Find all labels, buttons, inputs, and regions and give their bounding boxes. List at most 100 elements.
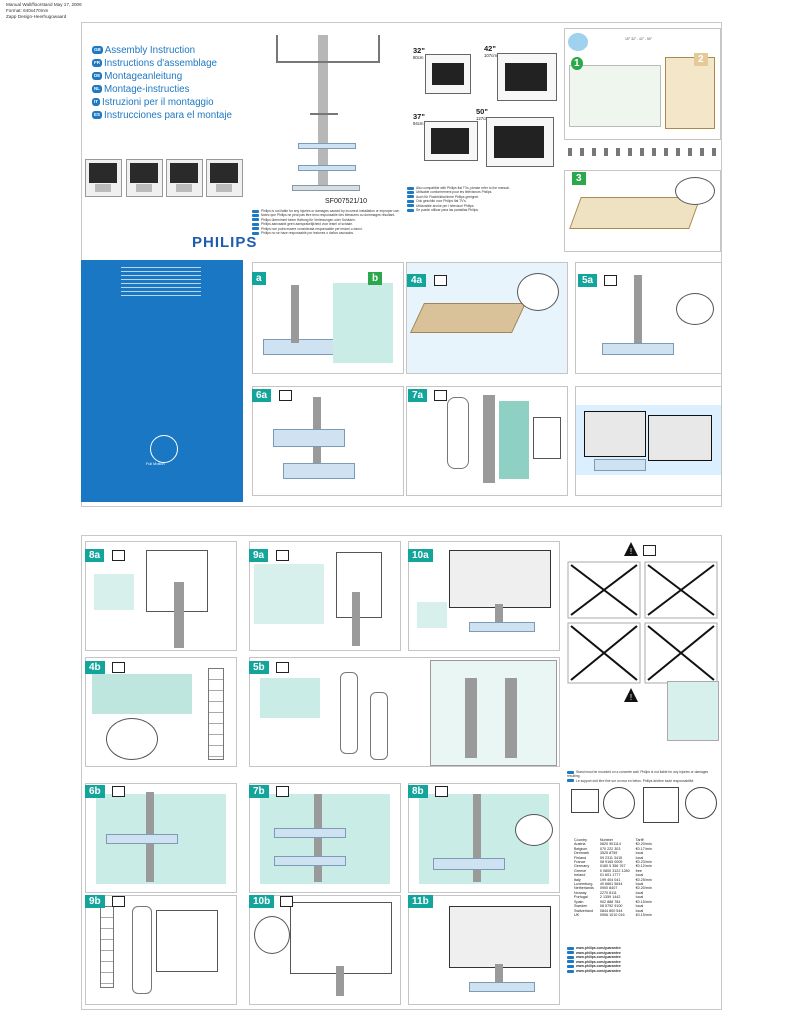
header-line-3: Zapp Design-Heerhugowaard <box>6 14 67 19</box>
lang-badge: NL <box>92 85 102 93</box>
step-a-panel <box>252 262 404 374</box>
step-b-label: b <box>368 272 383 285</box>
step-8b-label: 8b <box>408 785 428 798</box>
step-5b-panel <box>249 657 560 767</box>
fragile-icon <box>434 390 447 401</box>
website-link[interactable]: www.philips.com/guarantee <box>576 950 621 955</box>
step-3-panel <box>564 170 721 252</box>
title-text: Montage-instructies <box>104 83 190 95</box>
misuse-diagrams <box>567 561 718 684</box>
svg-text:!: ! <box>630 693 632 702</box>
tv-size-37: 37"94cm <box>413 112 425 126</box>
step-6a-panel <box>252 386 404 496</box>
fragile-icon <box>276 550 289 561</box>
step-7b-label: 7b <box>249 785 269 798</box>
step-7a-label: 7a <box>408 389 428 402</box>
info-text-block: Also compatible with Philips flat TVs, p… <box>407 186 557 212</box>
file-header: Manual Wall/floorstand May 17, 2006 Form… <box>6 2 82 20</box>
step-5b-label: 5b <box>249 661 269 674</box>
step-4a-label: 4a <box>407 274 427 287</box>
step-11b-label: 11b <box>408 895 433 908</box>
table-header-row: Country Number Tariff <box>574 838 658 842</box>
lang-badge: GB <box>92 46 103 54</box>
fragile-icon <box>434 275 447 286</box>
header-line-1: Manual Wall/floorstand May 17, 2006 <box>6 2 82 7</box>
lang-badge: ES <box>92 111 103 119</box>
step-9a-panel <box>249 541 401 651</box>
step-10a-panel <box>408 541 560 651</box>
step-7b-panel <box>249 783 401 893</box>
fragile-icon <box>604 275 617 286</box>
product-thumbnail <box>206 159 243 197</box>
step-4b-label: 4b <box>85 661 105 674</box>
step-10b-panel <box>249 895 401 1005</box>
step-8a-label: 8a <box>85 549 105 562</box>
website-link[interactable]: www.philips.com/guarantee <box>576 946 621 950</box>
website-link[interactable]: www.philips.com/guarantee <box>576 955 621 960</box>
step-6a-label: 6a <box>252 389 272 402</box>
website-link[interactable]: www.philips.com/guarantee <box>576 959 621 964</box>
tv-size-50: 50"127cm <box>476 107 489 121</box>
step-9a-label: 9a <box>249 549 269 562</box>
guarantee-icons <box>567 783 719 833</box>
step-10b-label: 10b <box>249 895 275 908</box>
step-a-label: a <box>252 272 266 285</box>
tv-50-diagram <box>486 117 554 167</box>
lang-badge: IT <box>92 98 100 106</box>
product-thumbnail <box>166 159 203 197</box>
step-11b-panel <box>408 895 560 1005</box>
lang-badge: FR <box>92 59 102 67</box>
tv-size-32: 32"80cm <box>413 46 425 60</box>
step-6b-label: 6b <box>85 785 105 798</box>
fragile-icon <box>112 896 125 907</box>
emblem-label: Full Motion <box>146 462 165 466</box>
column-header: Tariff <box>635 838 644 842</box>
step-5a-panel <box>575 262 722 374</box>
lang-badge: DE <box>92 72 103 80</box>
title-text: Montageanleitung <box>104 70 183 82</box>
product-thumbnail <box>126 159 163 197</box>
fragile-icon <box>112 786 125 797</box>
angle-label: 15° 32" - 42" - 50" <box>625 37 653 41</box>
warning-text-block: Philips is not liable for any injuries o… <box>252 209 402 235</box>
website-link[interactable]: www.philips.com/guarantee <box>576 968 621 973</box>
step-9b-panel <box>85 895 237 1005</box>
rotated-text-block <box>121 266 201 296</box>
tv-32-diagram <box>425 54 471 94</box>
title-text: Instructions d'assemblage <box>104 57 217 69</box>
title-text: Assembly Instruction <box>104 44 196 56</box>
tv-illustration-panel <box>575 386 722 496</box>
product-thumbnail <box>85 159 122 197</box>
step-4a-panel <box>406 262 568 374</box>
fragile-icon <box>276 786 289 797</box>
website-link[interactable]: www.philips.com/guarantee <box>576 964 621 969</box>
warning-triangle-icon: ! <box>624 542 638 556</box>
column-header: Country <box>574 838 587 842</box>
step-8a-panel <box>85 541 237 651</box>
title-text: Instrucciones para el montaje <box>104 109 232 121</box>
fragile-icon <box>435 786 448 797</box>
fragile-icon <box>280 896 293 907</box>
tv-size-42: 42"107cm <box>484 44 497 58</box>
column-header: Number <box>599 838 614 842</box>
guarantee-text: www.philips.com/guarantee www.philips.co… <box>567 946 621 974</box>
model-code: SF007521/10 <box>325 198 368 205</box>
tv-42-diagram <box>497 53 557 101</box>
